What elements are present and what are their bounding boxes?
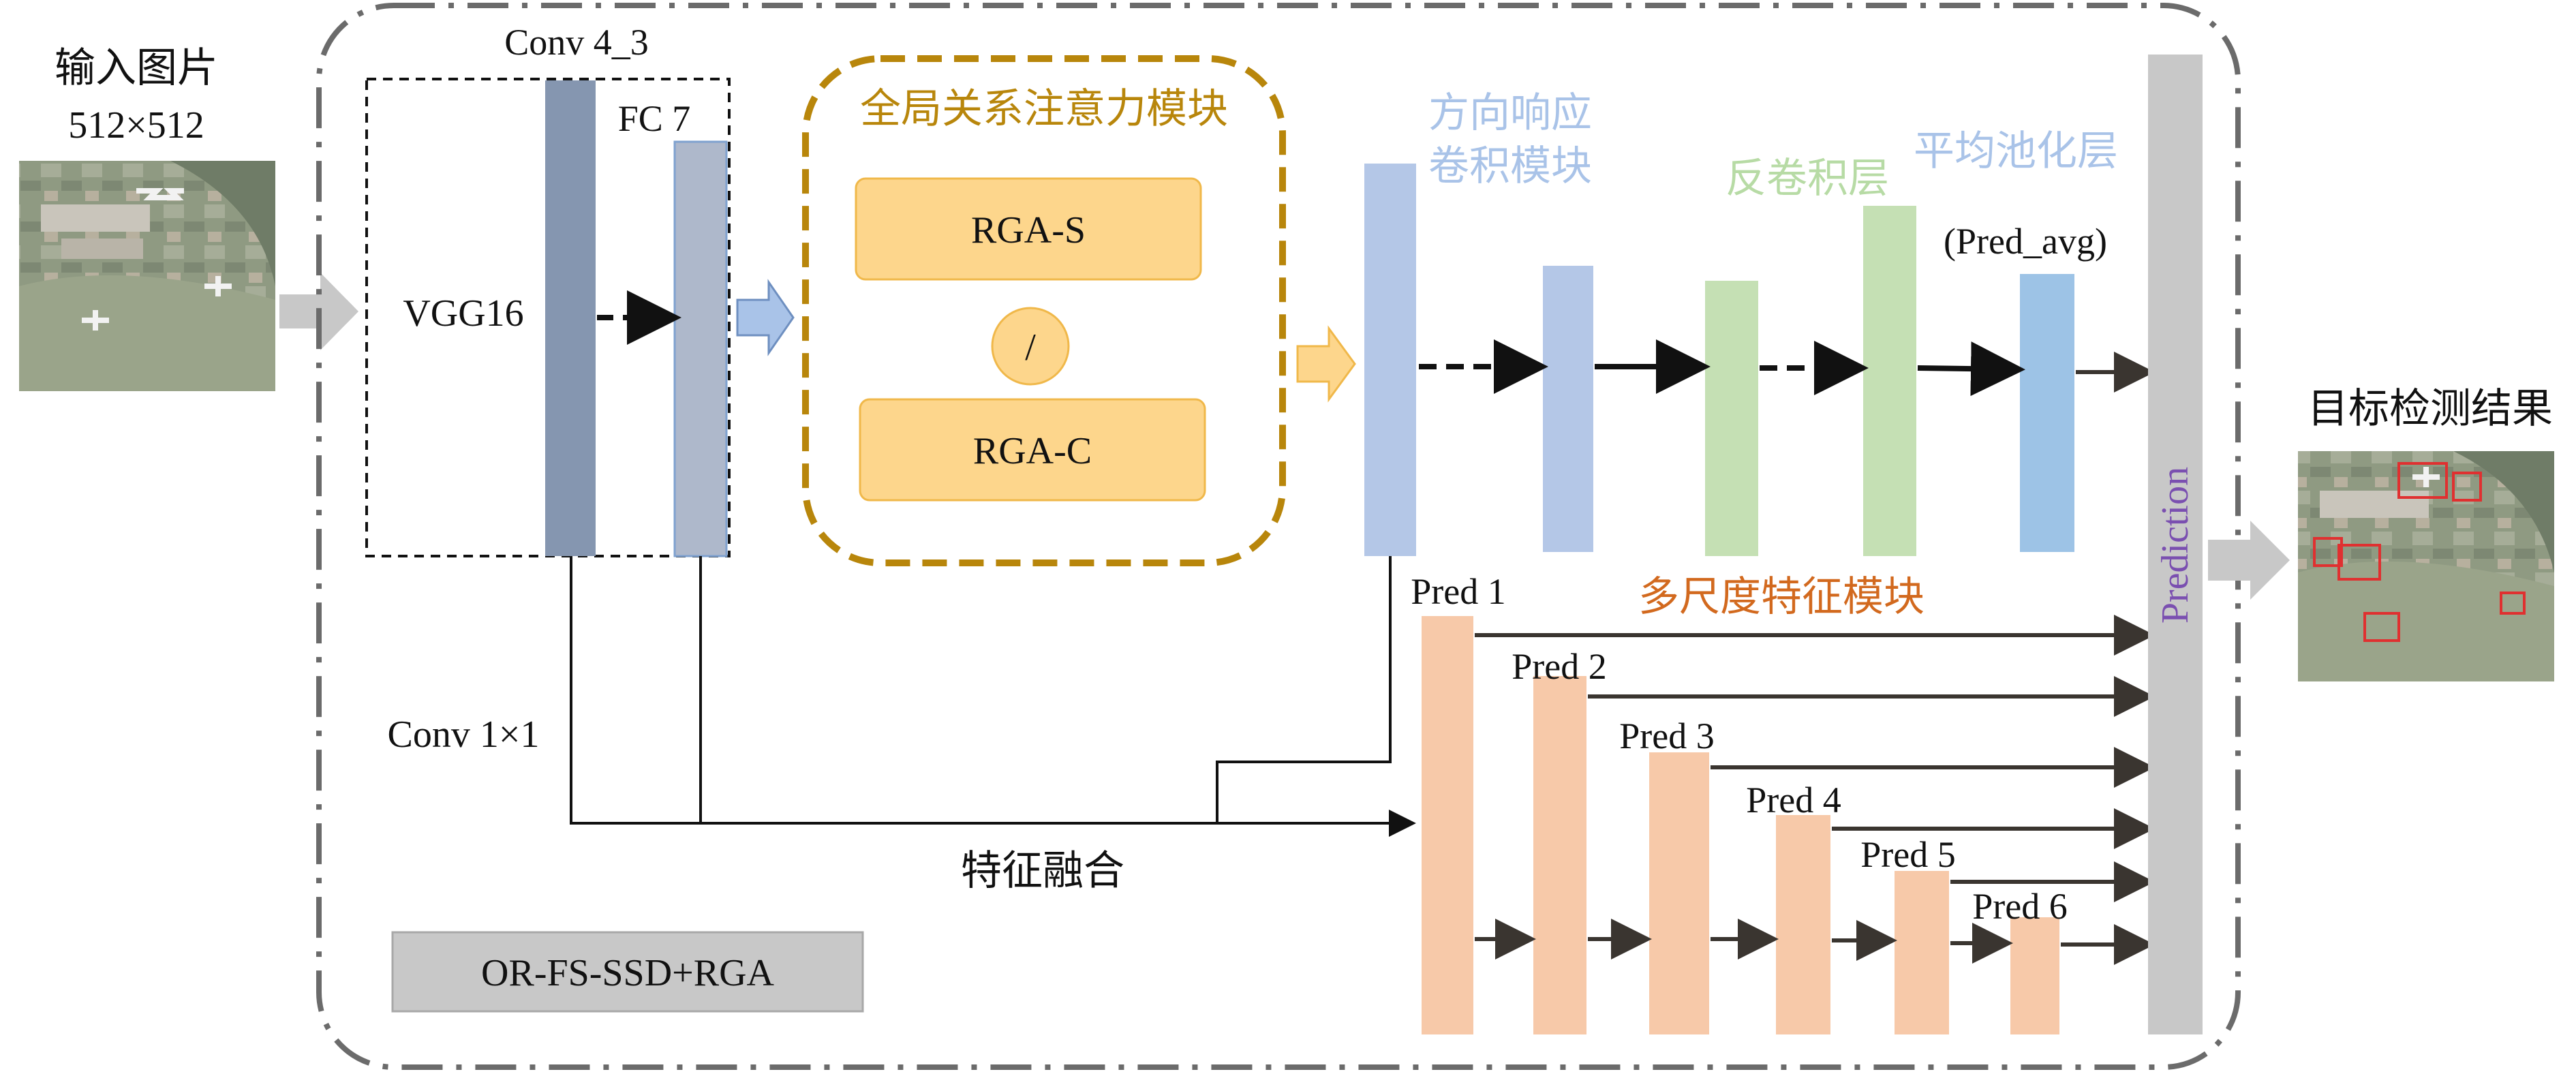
rga-separator-circle [991, 307, 1070, 386]
fc7-bar [673, 140, 728, 557]
output-title: 目标检测结果 [2307, 386, 2553, 431]
direction-bar [1364, 164, 1416, 556]
rga-title: 全局关系注意力模块 [860, 87, 1228, 132]
pred-avg-label: (Pred_avg) [1944, 221, 2107, 262]
to-rga-arrow [736, 279, 795, 356]
pred1-label: Pred 1 [1411, 571, 1505, 612]
multiscale-title: 多尺度特征模块 [1638, 574, 1925, 619]
avgpool-label: 平均池化层 [1914, 129, 2118, 174]
pred5-bar [1895, 871, 1949, 1034]
deconv-bar-2 [1863, 206, 1916, 556]
conv43-bar [545, 80, 596, 556]
pred3-label: Pred 3 [1619, 716, 1714, 756]
pred4-label: Pred 4 [1746, 780, 1841, 820]
pred1-bar [1422, 616, 1473, 1034]
fusion-lines [570, 556, 1416, 837]
pred-bars [1422, 616, 2059, 1034]
fusion-label: 特征融合 [961, 848, 1124, 893]
input-size: 512×512 [68, 104, 204, 147]
pred2-bar [1533, 676, 1586, 1034]
direction-label-2: 卷积模块 [1428, 144, 1592, 189]
rga-module-box [802, 55, 1286, 566]
deconv-bar-1 [1705, 281, 1758, 556]
rga-s-label: RGA-S [971, 209, 1086, 251]
pred2-label: Pred 2 [1512, 646, 1606, 687]
input-aerial-image [19, 161, 275, 391]
from-rga-arrow [1296, 325, 1356, 403]
main-frame [316, 3, 2241, 1070]
direction-label-1: 方向响应 [1428, 91, 1592, 136]
model-name: OR-FS-SSD+RGA [481, 952, 774, 994]
blue-bar-2 [1543, 266, 1593, 552]
model-name-box [391, 931, 864, 1013]
input-title: 输入图片 [55, 46, 218, 91]
output-arrow [2208, 521, 2290, 600]
vgg16-label: VGG16 [403, 292, 523, 335]
pred4-bar [1776, 815, 1830, 1034]
conv43-label: Conv 4_3 [504, 22, 649, 63]
pred5-label: Pred 5 [1860, 834, 1955, 875]
rga-c-label: RGA-C [973, 430, 1092, 472]
pred-chain-arrows [1475, 919, 2013, 964]
rga-separator: / [1025, 326, 1036, 369]
prediction-bar [2148, 55, 2203, 1034]
fc7-label: FC 7 [618, 98, 691, 139]
conv1x1-label: Conv 1×1 [388, 714, 540, 756]
rga-s-box [855, 177, 1202, 281]
arrow-green-to-pool [1917, 341, 2025, 397]
prediction-label: Prediction [2154, 467, 2196, 624]
rga-c-box [859, 398, 1206, 502]
pred6-bar [2010, 917, 2059, 1034]
output-aerial-image [2298, 451, 2554, 681]
deconv-label: 反卷积层 [1726, 156, 1889, 201]
pred-to-prediction-arrows [1475, 615, 2155, 965]
pred3-bar [1649, 752, 1709, 1034]
pred6-label: Pred 6 [1972, 886, 2067, 927]
avgpool-bar [2020, 274, 2074, 552]
